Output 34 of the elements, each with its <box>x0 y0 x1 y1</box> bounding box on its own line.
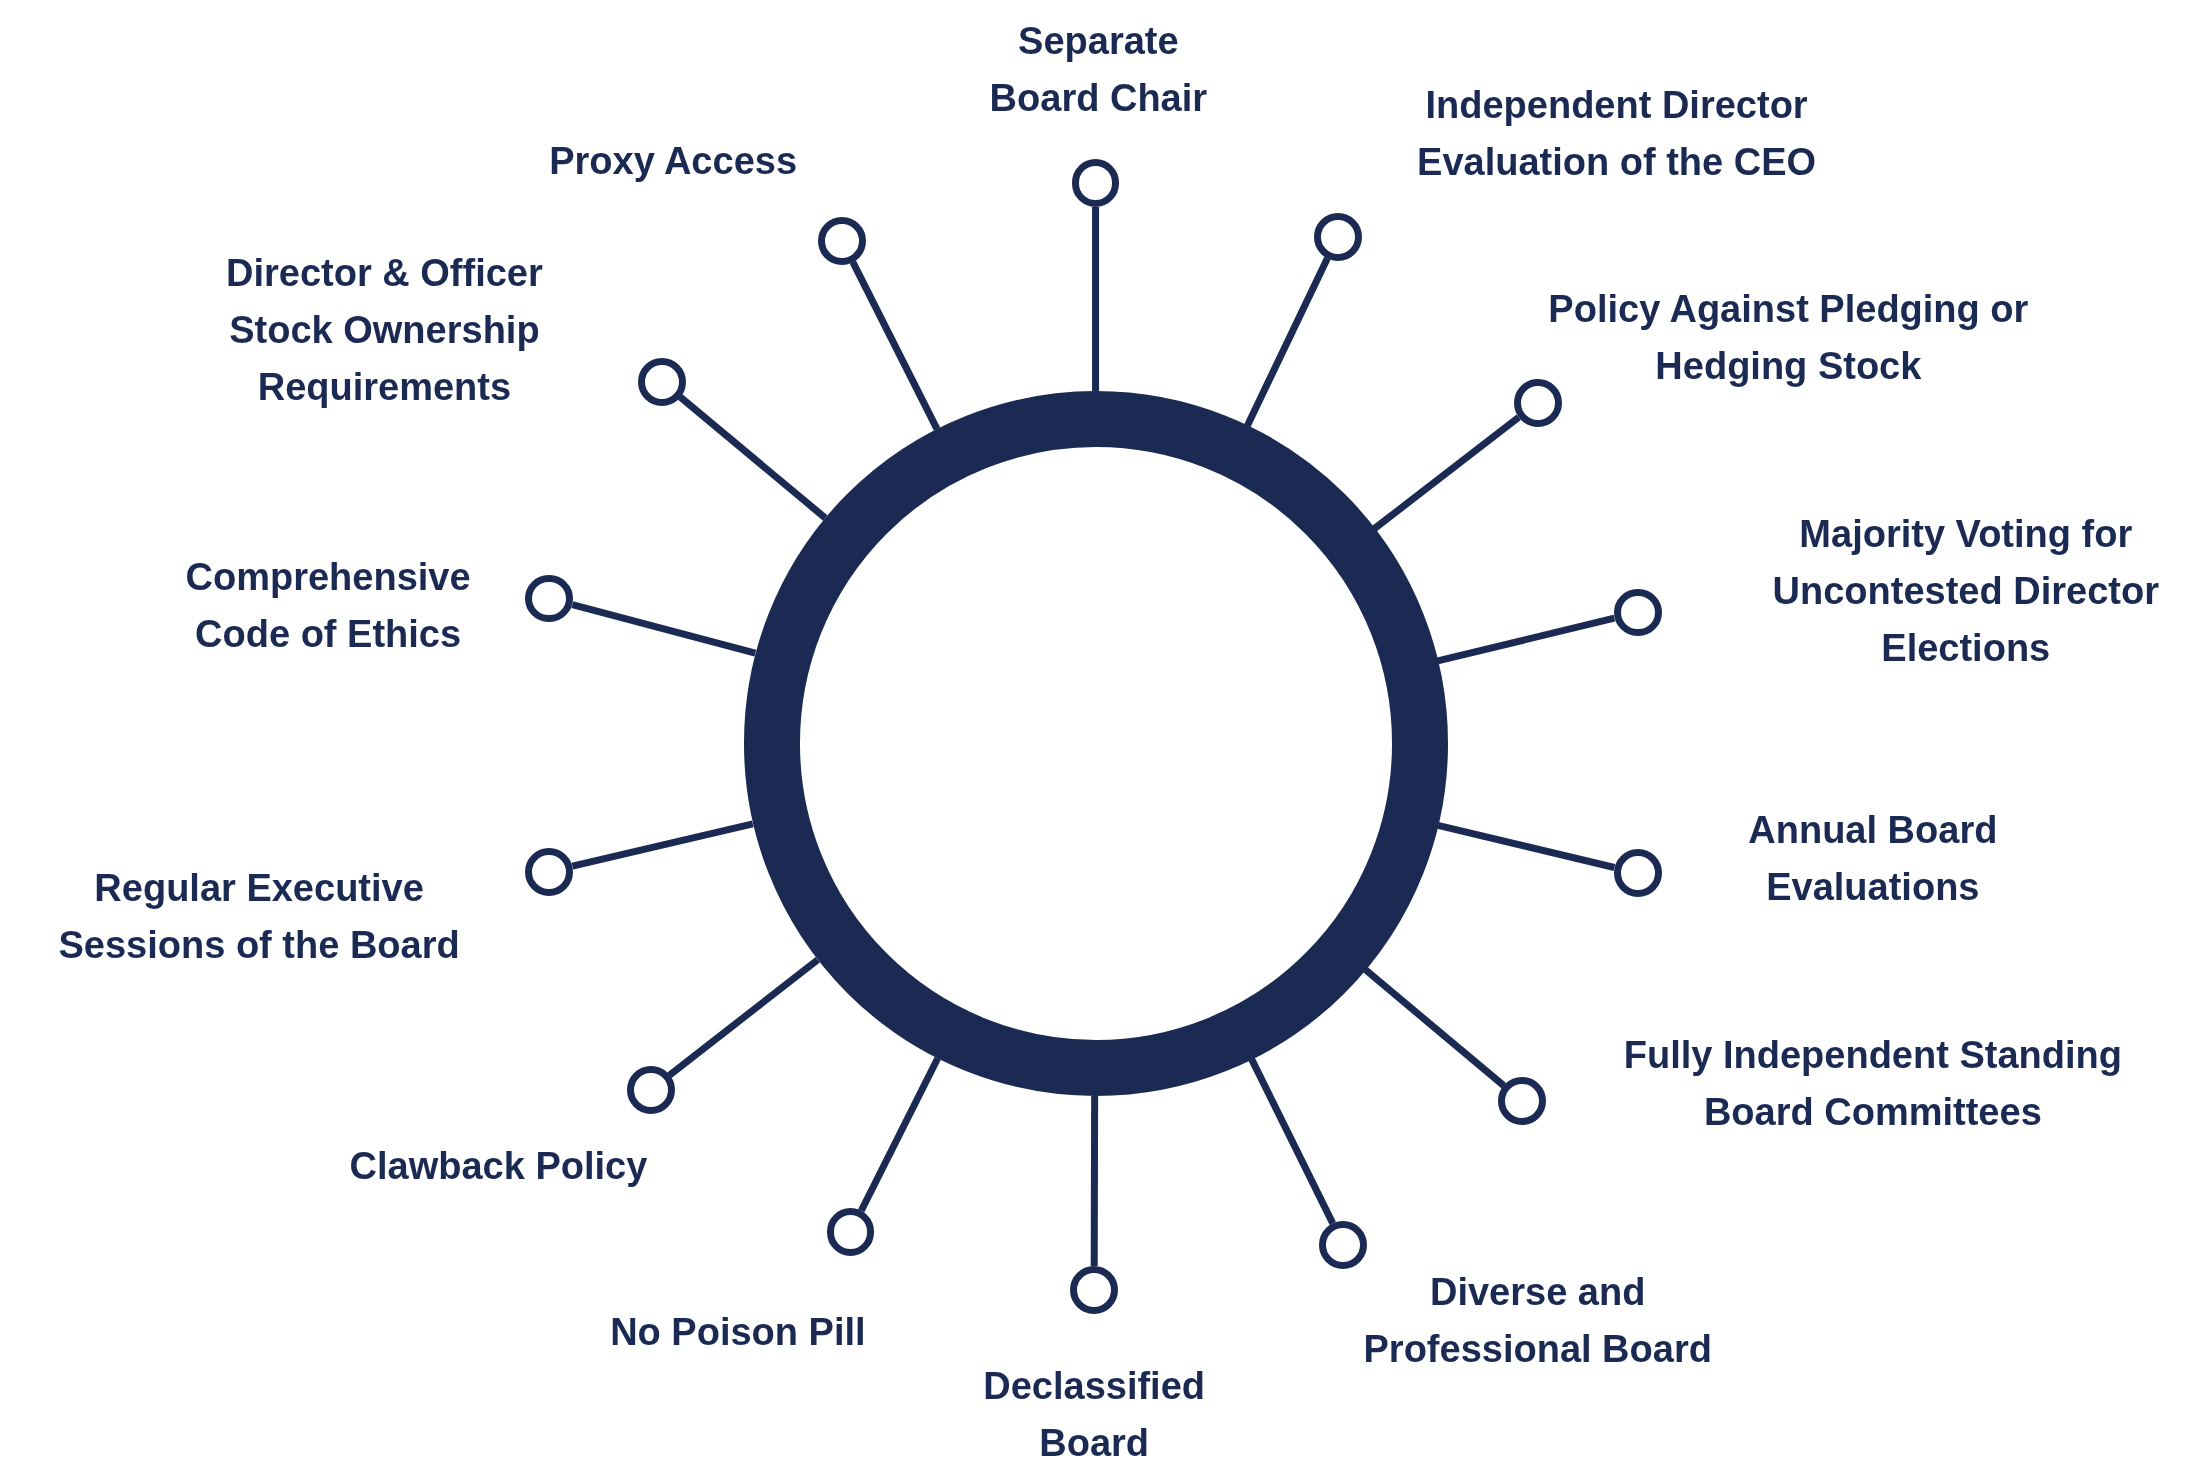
spoke-label: Separate Board Chair <box>989 19 1208 122</box>
spoke-label: Director & Officer Stock Ownership Requirements <box>226 250 543 410</box>
connector-line <box>571 820 754 870</box>
spoke-label: Policy Against Pledging or Hedging Stock <box>1548 286 2029 389</box>
spoke-end-circle <box>1513 378 1562 427</box>
spoke-label: Regular Executive Sessions of the Board <box>58 865 460 968</box>
connector-line <box>571 601 757 657</box>
spoke-label: Declassified Board <box>983 1364 1206 1464</box>
connector-line <box>849 260 941 431</box>
spoke-end-circle <box>1319 1220 1368 1269</box>
connector-line <box>1090 1095 1099 1266</box>
connector-line <box>667 957 820 1078</box>
connector-line <box>1092 207 1100 392</box>
spoke-label: Diverse and Professional Board <box>1363 1269 1712 1372</box>
spoke-end-circle <box>1071 159 1120 207</box>
connector-line <box>1372 414 1521 532</box>
spoke-label: No Poison Pill <box>610 1309 866 1355</box>
spoke-label: Majority Voting for Uncontested Director Elections <box>1772 511 2159 671</box>
spoke-end-circle <box>1613 849 1662 897</box>
spoke-label: Independent Director Evaluation of the CEO <box>1417 82 1817 185</box>
spoke-label: Proxy Access <box>549 138 798 184</box>
spoke-label: Clawback Policy <box>349 1143 648 1189</box>
connector-line <box>1248 1057 1336 1225</box>
spoke-label: Comprehensive Code of Ethics <box>185 554 471 657</box>
connector-line <box>858 1056 941 1213</box>
spoke-label: Fully Independent Standing Board Committees <box>1623 1033 2122 1136</box>
connector-line <box>677 394 828 521</box>
connector-line <box>1436 614 1616 665</box>
connector-line <box>1363 967 1507 1089</box>
spoke-label: Annual Board Evaluations <box>1748 807 1998 910</box>
spoke-end-circle <box>818 216 866 265</box>
spoke-end-circle <box>626 1065 675 1114</box>
connector-line <box>1437 821 1616 871</box>
connector-line <box>1244 256 1331 428</box>
